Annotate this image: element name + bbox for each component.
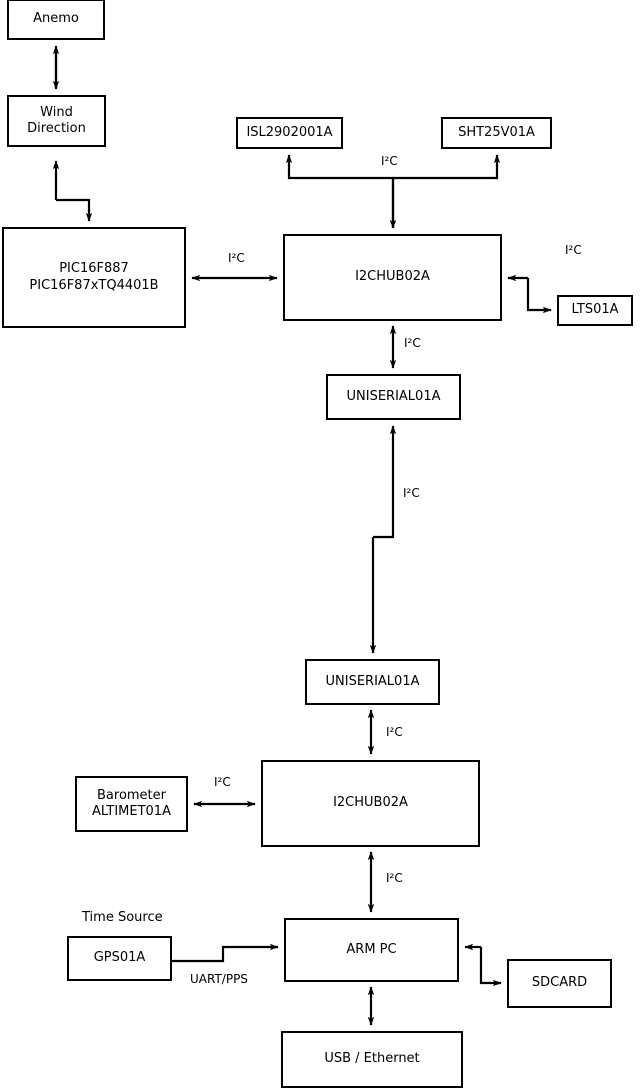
node-pic-mcu[interactable]: PIC16F887 PIC16F87xTQ4401B	[2, 227, 186, 328]
edge-label-i2c-pic-hub: I²C	[228, 251, 245, 265]
edge-label-uart-pps: UART/PPS	[190, 972, 248, 986]
edge-gps-armpc	[172, 943, 279, 963]
node-arm-pc-label: ARM PC	[346, 941, 397, 957]
node-i2chub02a-top-label: I2CHUB02A	[355, 269, 430, 285]
edge-label-i2c-uniserial-hub: I²C	[386, 725, 403, 739]
node-uniserial01a-bottom-label: UNISERIAL01A	[325, 673, 420, 689]
label-time-source: Time Source	[82, 910, 163, 925]
node-lts01a-label: LTS01A	[571, 302, 619, 318]
edge-armpc-sdcard	[464, 943, 502, 987]
edge-uniserial-link	[369, 425, 397, 654]
node-anemo-label: Anemo	[33, 11, 79, 27]
node-gps01a[interactable]: GPS01A	[67, 936, 172, 981]
node-anemo[interactable]: Anemo	[7, 0, 105, 40]
edge-label-i2c-barometer: I²C	[214, 775, 231, 789]
node-wind-direction[interactable]: Wind Direction	[7, 95, 106, 147]
edge-label-i2c-hub-armpc: I²C	[386, 871, 403, 885]
node-sht25v01a[interactable]: SHT25V01A	[441, 117, 552, 149]
edge-pic-wind	[52, 160, 93, 222]
node-isl2902001a-label: ISL2902001A	[246, 124, 333, 140]
node-isl2902001a[interactable]: ISL2902001A	[236, 117, 343, 149]
node-sdcard-label: SDCARD	[531, 975, 588, 991]
node-uniserial01a-top[interactable]: UNISERIAL01A	[326, 374, 461, 420]
node-pic-mcu-label: PIC16F887 PIC16F87xTQ4401B	[29, 261, 159, 293]
node-usb-ethernet-label: USB / Ethernet	[324, 1051, 420, 1067]
node-sht25v01a-label: SHT25V01A	[458, 124, 535, 140]
node-lts01a[interactable]: LTS01A	[557, 295, 633, 326]
edge-label-i2c-hub-uniserial: I²C	[404, 336, 421, 350]
edge-label-i2c-lts: I²C	[565, 243, 582, 257]
node-sdcard[interactable]: SDCARD	[507, 959, 612, 1008]
node-gps01a-label: GPS01A	[93, 950, 146, 966]
node-i2chub02a-bottom[interactable]: I2CHUB02A	[261, 760, 480, 847]
node-i2chub02a-bottom-label: I2CHUB02A	[333, 795, 408, 811]
edge-hubtop-lts	[507, 274, 552, 314]
node-usb-ethernet[interactable]: USB / Ethernet	[281, 1031, 463, 1088]
edge-label-i2c-uniserial-link: I²C	[403, 486, 420, 500]
node-i2chub02a-top[interactable]: I2CHUB02A	[283, 234, 502, 321]
node-arm-pc[interactable]: ARM PC	[284, 918, 459, 982]
node-barometer-altimet01a[interactable]: Barometer ALTIMET01A	[75, 776, 188, 832]
node-barometer-altimet01a-label: Barometer ALTIMET01A	[92, 787, 171, 819]
edge-label-i2c-top-bus: I²C	[381, 154, 398, 168]
node-wind-direction-label: Wind Direction	[27, 104, 86, 136]
node-uniserial01a-top-label: UNISERIAL01A	[346, 388, 441, 404]
node-uniserial01a-bottom[interactable]: UNISERIAL01A	[305, 659, 440, 705]
